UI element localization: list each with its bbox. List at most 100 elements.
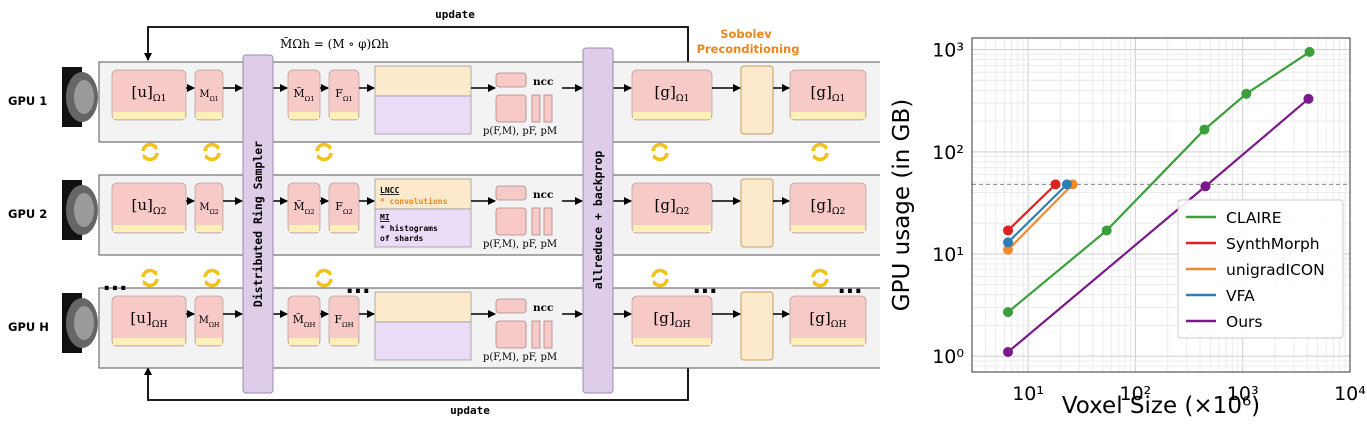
ellipsis: ...	[102, 271, 127, 296]
gradient-box: [g]Ω1	[631, 69, 713, 121]
displacement-box: [u]Ω2	[111, 182, 187, 234]
moving-shard-box: MΩ2	[194, 182, 224, 234]
sobolev-box	[740, 178, 774, 248]
y-tick-label: 10⁰	[932, 346, 964, 368]
data-point	[1200, 181, 1211, 192]
moving-shard-box: MΩ1	[194, 69, 224, 121]
data-point	[1003, 307, 1014, 318]
ncc-stats: ncc p(F,M), pF, pM	[483, 185, 557, 250]
data-point	[1061, 179, 1072, 190]
ncc-stats: ncc p(F,M), pF, pM	[483, 72, 557, 137]
legend-entry: Ours	[1226, 313, 1262, 331]
mri-thumbnail	[62, 180, 98, 240]
fixed-shard-box: FΩ2	[328, 182, 360, 234]
ncc-stats: ncc p(F,M), pF, pM	[483, 298, 557, 363]
convolutions-label: * convolutions	[380, 196, 448, 206]
data-point	[1199, 124, 1210, 135]
x-tick-label: 10²	[1120, 383, 1152, 405]
data-point	[1003, 237, 1014, 248]
gpu-label: GPU 1	[8, 94, 47, 108]
update-loop-bottom	[144, 367, 689, 401]
mri-thumbnail	[62, 67, 98, 127]
sobolev-box	[740, 291, 774, 361]
displacement-box: [u]ΩH	[111, 295, 187, 347]
x-tick-label: 10⁴	[1334, 383, 1366, 405]
svg-text:ncc: ncc	[533, 189, 553, 201]
fixed-shard-box: FΩH	[328, 295, 360, 347]
data-point	[1241, 88, 1252, 99]
loss-box	[374, 291, 472, 361]
x-tick-label: 10¹	[1012, 383, 1044, 405]
sobolev-box	[740, 65, 774, 135]
mri-thumbnail	[62, 293, 98, 353]
data-point	[1003, 225, 1014, 236]
svg-text:ncc: ncc	[533, 76, 553, 88]
ellipsis: ...	[692, 274, 717, 299]
lncc-label: LNCC	[380, 186, 399, 195]
plot-frame	[971, 37, 1351, 373]
legend: CLAIRE SynthMorph unigradICON VFA Ours	[1177, 199, 1344, 339]
x-tick-label: 10³	[1227, 383, 1259, 405]
sync-icon	[651, 268, 669, 288]
data-point	[1303, 93, 1314, 104]
data-point	[1101, 225, 1112, 236]
gradient-box: [g]ΩH	[631, 295, 713, 347]
legend-entry: unigradICON	[1226, 261, 1325, 279]
series-line	[1007, 183, 1068, 244]
loss-box	[374, 65, 472, 135]
allreduce-bar	[582, 47, 614, 394]
legend-entry: CLAIRE	[1226, 209, 1282, 227]
sync-icon	[811, 142, 829, 162]
preconditioned-gradient-box: [g]ΩH	[789, 295, 867, 347]
x-axis-label: Voxel Size (×10⁶)	[1062, 393, 1260, 419]
svg-text:p(F,M), pF, pM: p(F,M), pF, pM	[483, 352, 557, 363]
mi-label: MI	[380, 213, 390, 222]
warped-shard-box: M̃ΩH	[287, 295, 321, 347]
sync-icon	[651, 142, 669, 162]
y-tick-label: 10²	[932, 142, 964, 164]
y-tick-label: 10¹	[932, 244, 964, 266]
sobolev-title: Sobolev Preconditioning	[697, 27, 800, 56]
series-line	[1007, 183, 1057, 232]
sync-icon	[315, 142, 333, 162]
allreduce-label: allreduce + backprop	[591, 151, 605, 290]
moving-shard-box: MΩH	[194, 295, 224, 347]
data-point	[1304, 46, 1315, 57]
data-point	[1003, 244, 1014, 255]
svg-text:p(F,M), pF, pM: p(F,M), pF, pM	[483, 239, 557, 250]
sync-icon	[811, 268, 829, 288]
sync-icon	[315, 268, 333, 288]
y-tick-label: 10³	[932, 40, 964, 62]
gpu-label: GPU H	[8, 320, 49, 334]
gradient-box: [g]Ω2	[631, 182, 713, 234]
data-point	[1050, 179, 1061, 190]
svg-text:p(F,M), pF, pM: p(F,M), pF, pM	[483, 126, 557, 137]
y-axis-label: GPU usage (in GB)	[889, 99, 915, 311]
legend-entry: VFA	[1226, 287, 1255, 305]
sync-icon	[203, 268, 221, 288]
legend-entry: SynthMorph	[1226, 235, 1320, 253]
fixed-shard-box: FΩ1	[328, 69, 360, 121]
ellipsis: ...	[345, 274, 370, 299]
update-loop-top	[144, 26, 689, 62]
data-point	[1003, 346, 1014, 357]
gpu-usage-chart: 10¹ 10² 10³ 10⁴ 10⁰ 10¹ 10² 10³ Voxel Size (×10…	[889, 37, 1366, 419]
warp-formula: M̃Ωh = (M ∘ φ)Ωh	[280, 36, 389, 51]
sync-icon	[203, 142, 221, 162]
warped-shard-box: M̃Ω2	[287, 182, 321, 234]
sync-icon	[141, 268, 159, 288]
ring-sampler-label: Distributed Ring Sampler	[251, 141, 265, 307]
ring-sampler-bar	[242, 54, 274, 394]
update-label-bottom: update	[450, 404, 490, 417]
series-line	[1007, 183, 1074, 251]
svg-text:ncc: ncc	[533, 302, 553, 314]
gpu-label: GPU 2	[8, 207, 47, 221]
warped-shard-box: M̃Ω1	[287, 69, 321, 121]
displacement-box: [u]Ω1	[111, 69, 187, 121]
preconditioned-gradient-box: [g]Ω1	[789, 69, 867, 121]
ellipsis: ...	[837, 274, 862, 299]
